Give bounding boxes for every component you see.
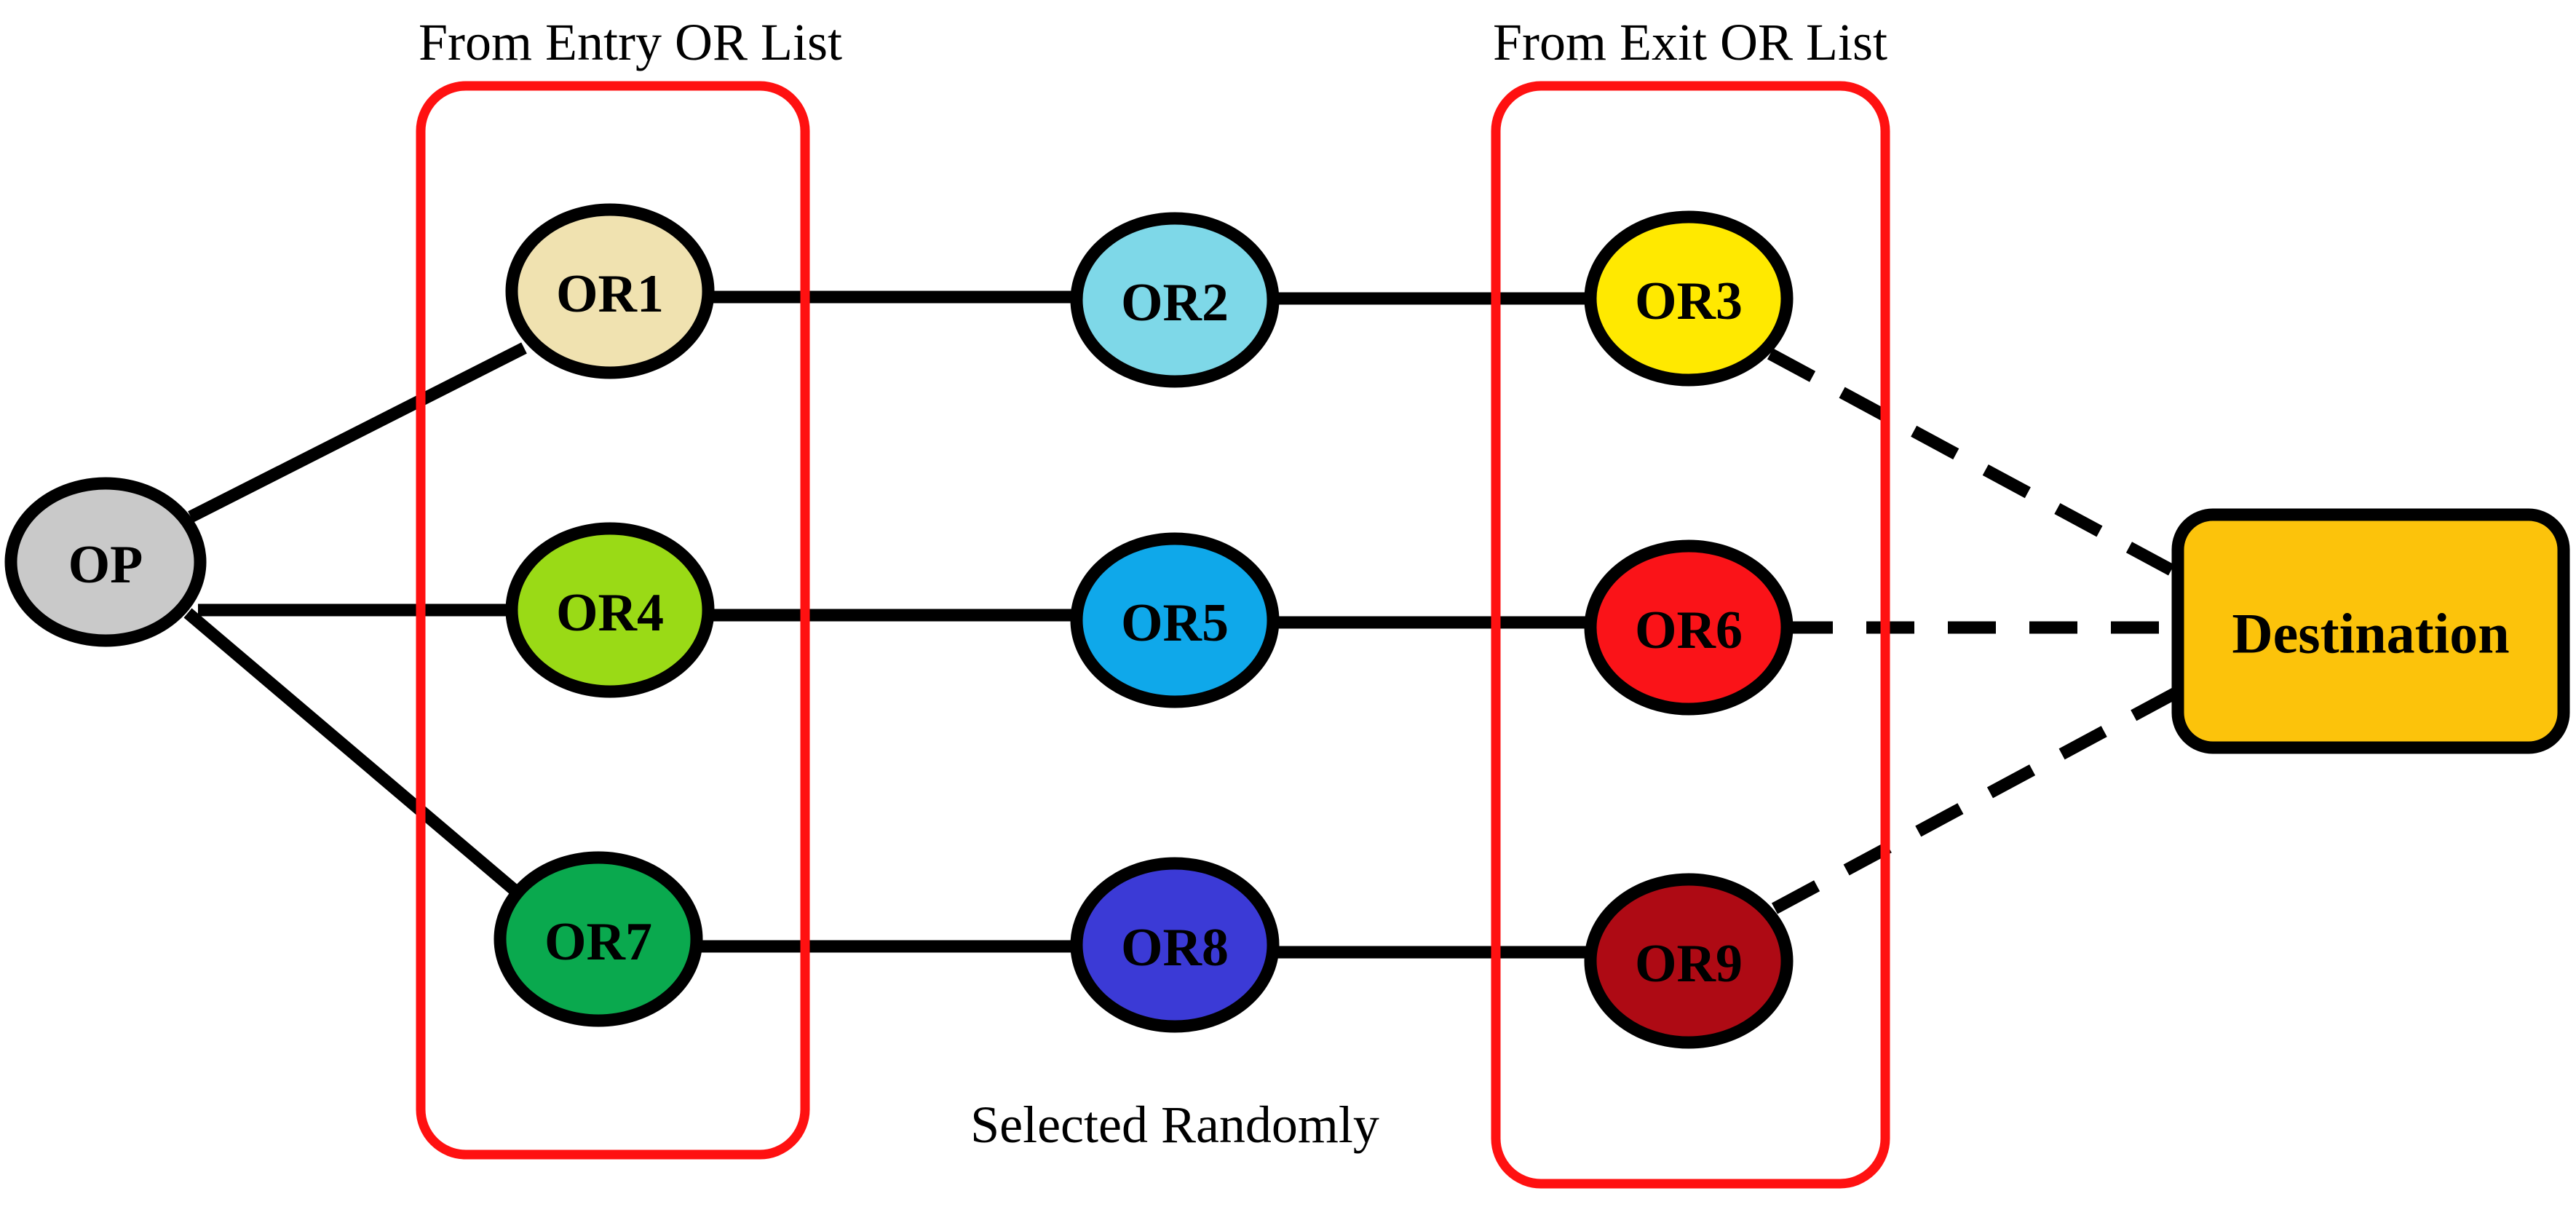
node-op-shape[interactable]	[4, 477, 207, 647]
node-or2-label: OR2	[1121, 273, 1229, 333]
node-or8-label: OR8	[1121, 918, 1229, 978]
node-or8-shape[interactable]	[1070, 857, 1280, 1033]
node-or1-shape[interactable]	[505, 203, 715, 379]
node-or4[interactable]: OR4	[505, 522, 715, 698]
entry-or-list-box	[416, 81, 810, 1160]
node-or6-label: OR6	[1635, 601, 1743, 660]
node-op[interactable]: OP	[4, 477, 207, 647]
node-destination-label: Destination	[2232, 602, 2509, 665]
selected-randomly-caption: Selected Randomly	[970, 1096, 1379, 1154]
node-or9-shape[interactable]	[1584, 873, 1794, 1049]
node-or4-shape[interactable]	[505, 522, 715, 698]
node-or7-shape[interactable]	[494, 851, 703, 1027]
node-or7[interactable]: OR7	[494, 851, 703, 1027]
node-or5[interactable]: OR5	[1070, 532, 1280, 708]
node-or3-label: OR3	[1635, 272, 1743, 331]
node-destination-shape[interactable]	[2171, 508, 2570, 754]
edge-or3-destination	[1767, 348, 2184, 581]
node-or2[interactable]: OR2	[1070, 212, 1280, 388]
edge-layer	[183, 290, 2184, 959]
node-or6[interactable]: OR6	[1584, 539, 1794, 716]
group-box-layer	[416, 81, 1890, 1189]
node-or1[interactable]: OR1	[505, 203, 715, 379]
node-or1-label: OR1	[556, 264, 664, 324]
node-op-label: OP	[68, 535, 143, 595]
edge-or9-destination	[1771, 684, 2184, 914]
exit-or-list-box	[1491, 81, 1890, 1189]
node-or5-label: OR5	[1121, 593, 1229, 653]
node-or6-shape[interactable]	[1584, 539, 1794, 716]
node-or7-label: OR7	[544, 912, 652, 972]
edge-op-or1	[188, 342, 527, 523]
node-or5-shape[interactable]	[1070, 532, 1280, 708]
node-or2-shape[interactable]	[1070, 212, 1280, 388]
node-or3-shape[interactable]	[1584, 210, 1794, 387]
node-or8[interactable]: OR8	[1070, 857, 1280, 1033]
entry-group-caption: From Entry OR List	[419, 13, 842, 71]
node-or4-label: OR4	[556, 583, 664, 643]
edge-op-or7	[183, 608, 518, 895]
node-or9-label: OR9	[1635, 934, 1743, 994]
exit-group-caption: From Exit OR List	[1493, 13, 1887, 71]
node-or3[interactable]: OR3	[1584, 210, 1794, 387]
node-or9[interactable]: OR9	[1584, 873, 1794, 1049]
node-destination[interactable]: Destination	[2171, 508, 2570, 754]
